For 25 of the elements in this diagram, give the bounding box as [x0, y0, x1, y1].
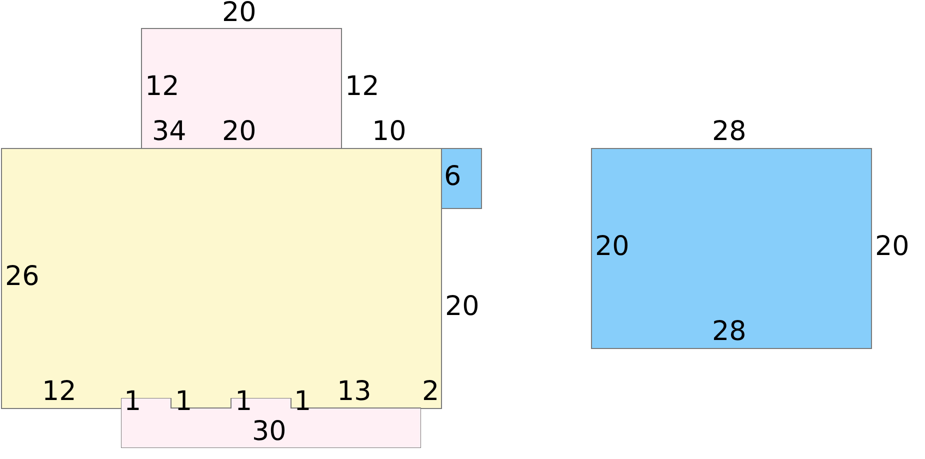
shape-rectangle	[1, 148, 442, 409]
dimension-label: 28	[712, 118, 746, 145]
dimension-label: 1	[235, 388, 252, 415]
shape-rectangle	[591, 148, 872, 349]
dimension-label: 1	[124, 388, 142, 415]
dimension-label: 20	[445, 293, 480, 320]
dimension-label: 10	[372, 118, 406, 145]
dimension-label: 34	[152, 118, 186, 145]
dimension-label: 13	[337, 378, 372, 405]
dimension-label: 12	[145, 73, 180, 100]
dimension-label: 2	[422, 378, 440, 405]
dimension-label: 6	[444, 163, 462, 190]
dimension-label: 12	[42, 378, 76, 405]
dimension-label: 20	[595, 233, 630, 260]
dimension-label: 12	[345, 73, 380, 100]
dimension-label: 28	[712, 318, 746, 345]
dimension-label: 30	[252, 418, 286, 445]
shape-rectangle	[141, 28, 342, 149]
dimension-label: 1	[294, 388, 312, 415]
dimension-label: 1	[175, 388, 192, 415]
dimension-label: 20	[875, 233, 910, 260]
dimension-label: 26	[5, 263, 40, 290]
dimension-label: 20	[222, 0, 256, 26]
dimension-label: 20	[222, 118, 256, 145]
shape-rectangle	[441, 148, 482, 209]
